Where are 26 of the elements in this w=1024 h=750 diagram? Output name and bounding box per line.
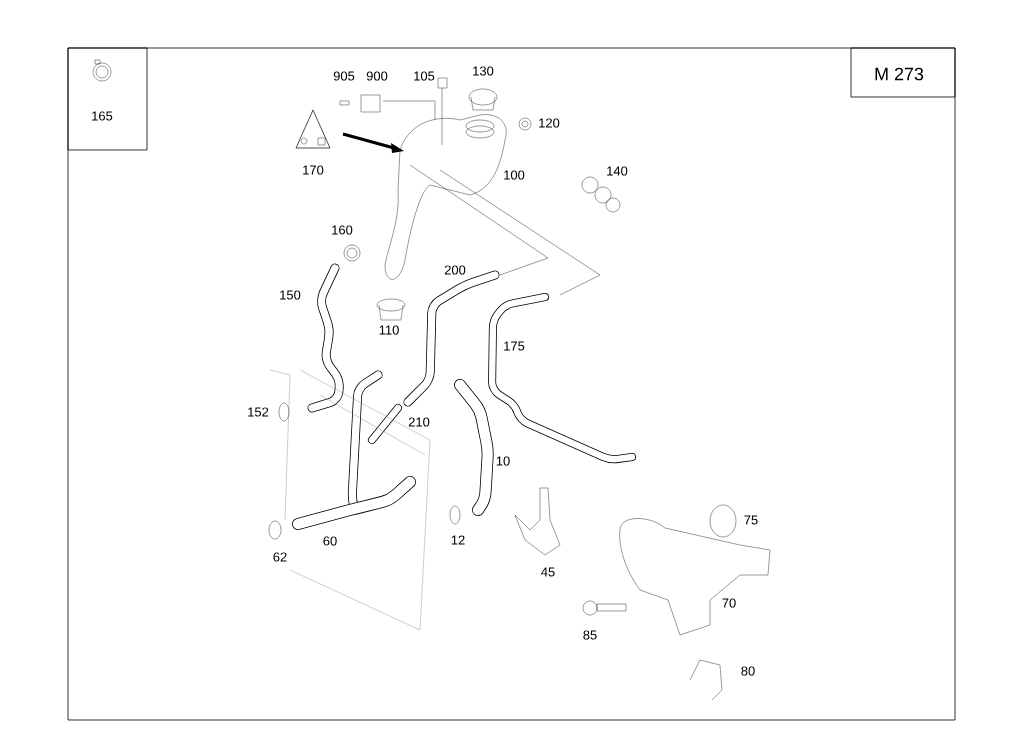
callout-number: 152 (248, 407, 269, 417)
callout-number: 70 (722, 598, 736, 608)
callout-number: 140 (607, 166, 628, 176)
callout-number: 75 (744, 515, 758, 525)
callout-number: 45 (541, 567, 555, 577)
callout-number: 62 (273, 552, 287, 562)
callout-number: 150 (280, 290, 301, 300)
callout-number: 100 (504, 170, 525, 180)
callout-number: 130 (473, 66, 494, 76)
engine-code: M 273 (875, 67, 924, 81)
callout-number: 175 (504, 341, 525, 351)
callout-number: 120 (539, 118, 560, 128)
callout-number: 900 (366, 71, 388, 81)
callout-number: 110 (379, 325, 399, 335)
callout-number: 85 (583, 630, 597, 640)
callout-number: 160 (332, 225, 353, 235)
callout-number: 10 (496, 456, 510, 466)
callout-number: 170 (303, 165, 324, 175)
callout-number: 105 (414, 71, 435, 81)
callout-number: 80 (741, 666, 755, 676)
callout-number: 165 (92, 111, 113, 121)
callout-number: 210 (408, 417, 430, 427)
callout-number: 200 (444, 265, 466, 275)
callout-number: 12 (451, 535, 465, 545)
callout-number: 60 (323, 536, 337, 546)
callout-number: 905 (333, 71, 355, 81)
